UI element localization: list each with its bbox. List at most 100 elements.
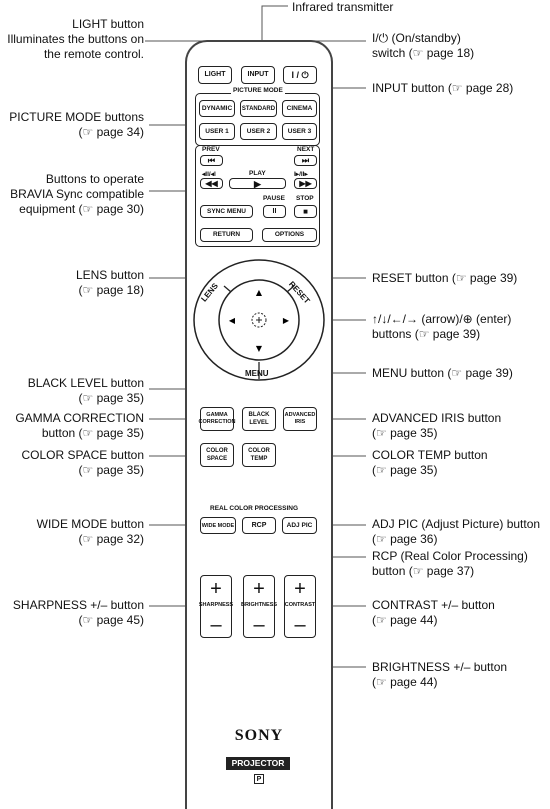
slow-rewind-label: ◂II/◂I — [202, 171, 216, 178]
sharpness-label: SHARPNESS — [198, 602, 234, 608]
color-temp-callout-title: COLOR TEMP button — [372, 448, 488, 462]
brightness-label: BRIGHTNESS — [240, 602, 278, 608]
color-space-callout-page: (☞ page 35) — [78, 463, 144, 477]
light-button[interactable]: LIGHT — [198, 66, 232, 84]
gamma-correction-button[interactable]: GAMMA CORRECTION — [199, 407, 236, 431]
sharpness-minus[interactable]: – — [210, 614, 222, 636]
picture-mode-callout: PICTURE MODE buttons (☞ page 34) — [9, 110, 144, 140]
adj-pic-callout-page: (☞ page 36) — [372, 532, 438, 546]
brightness-plus[interactable]: + — [253, 578, 265, 600]
bravia-callout-line2: BRAVIA Sync compatible — [10, 187, 144, 201]
rcp-button[interactable]: RCP — [242, 517, 276, 534]
light-callout-desc2: the remote control. — [43, 47, 144, 61]
wide-mode-callout-page: (☞ page 32) — [78, 532, 144, 546]
color-space-callout-title: COLOR SPACE button — [21, 448, 145, 462]
sharpness-callout-title: SHARPNESS +/– button — [12, 598, 144, 612]
prev-icon: ⏮ — [207, 155, 216, 165]
enter-icon[interactable] — [251, 312, 267, 328]
sharpness-callout: SHARPNESS +/– button (☞ page 45) — [13, 598, 144, 628]
play-button[interactable]: ▶ — [229, 178, 286, 189]
light-callout-desc1: Illuminates the buttons on — [7, 32, 144, 46]
brightness-callout-page: (☞ page 44) — [372, 675, 438, 689]
wide-mode-button[interactable]: WIDE MODE — [200, 517, 236, 534]
slow-forward-label: I▸/II▸ — [294, 171, 308, 178]
pause-button[interactable]: II — [263, 205, 286, 218]
lens-callout: LENS button (☞ page 18) — [76, 268, 144, 298]
onstandby-callout-page: switch (☞ page 18) — [372, 46, 475, 60]
adj-pic-button[interactable]: ADJ PIC — [282, 517, 317, 534]
sharpness-rocker[interactable]: + SHARPNESS – — [199, 575, 233, 638]
contrast-minus[interactable]: – — [294, 614, 306, 636]
bravia-sync-panel — [195, 145, 320, 247]
color-space-button[interactable]: COLOR SPACE — [200, 443, 234, 467]
sync-menu-button[interactable]: SYNC MENU — [200, 205, 253, 218]
brightness-rocker[interactable]: + BRIGHTNESS – — [241, 575, 277, 638]
adv-iris-callout-title: ADVANCED IRIS button — [372, 411, 502, 425]
rewind-button[interactable]: ◀◀ — [200, 178, 223, 189]
pause-label: PAUSE — [263, 195, 285, 202]
arrow-down-icon[interactable]: ▼ — [256, 344, 263, 353]
color-temp-callout-page: (☞ page 35) — [372, 463, 438, 477]
arrow-right-icon[interactable]: ▶ — [283, 316, 290, 325]
sharpness-callout-page: (☞ page 45) — [78, 613, 144, 627]
projector-label: PROJECTOR — [226, 757, 290, 770]
sharpness-plus[interactable]: + — [210, 578, 222, 600]
bravia-callout: Buttons to operate BRAVIA Sync compatibl… — [10, 172, 144, 217]
arrow-left-icon[interactable]: ◀ — [229, 316, 236, 325]
contrast-rocker[interactable]: + CONTRAST – — [284, 575, 316, 638]
black-level-callout-page: (☞ page 35) — [78, 391, 144, 405]
gamma-callout-page: button (☞ page 35) — [41, 426, 144, 440]
adv-iris-callout-page: (☞ page 35) — [372, 426, 438, 440]
black-level-button[interactable]: BLACK LEVEL — [242, 407, 276, 431]
wide-mode-callout: WIDE MODE button (☞ page 32) — [37, 517, 144, 547]
prev-button[interactable]: ⏮ — [200, 155, 223, 166]
brightness-callout: BRIGHTNESS +/– button (☞ page 44) — [372, 660, 507, 690]
cinema-button[interactable]: CINEMA — [282, 100, 317, 117]
advanced-iris-button[interactable]: ADVANCED IRIS — [283, 407, 317, 431]
bravia-callout-line3: equipment (☞ page 30) — [19, 202, 144, 216]
fast-forward-icon: ▶▶ — [299, 178, 312, 188]
menu-button[interactable]: MENU — [245, 369, 269, 378]
user3-button[interactable]: USER 3 — [282, 123, 317, 140]
color-temp-callout: COLOR TEMP button (☞ page 35) — [372, 448, 488, 478]
onstandby-callout: I/⏻ (On/standby) switch (☞ page 18) — [372, 31, 474, 61]
next-icon: ⏭ — [301, 155, 310, 165]
picture-mode-title: PICTURE MODE — [231, 87, 285, 94]
prev-label: PREV — [202, 146, 220, 153]
contrast-plus[interactable]: + — [294, 578, 306, 600]
sony-logo: SONY — [234, 727, 284, 744]
fast-forward-button[interactable]: ▶▶ — [294, 178, 317, 189]
stop-icon: ■ — [303, 206, 308, 216]
standard-button[interactable]: STANDARD — [240, 100, 277, 117]
arrow-up-icon[interactable]: ▲ — [256, 288, 263, 297]
bravia-callout-line1: Buttons to operate — [45, 172, 144, 186]
contrast-callout-page: (☞ page 44) — [372, 613, 438, 627]
play-icon: ▶ — [254, 178, 261, 189]
stop-button[interactable]: ■ — [294, 205, 317, 218]
user2-button[interactable]: USER 2 — [240, 123, 277, 140]
light-callout: LIGHT button Illuminates the buttons on … — [7, 17, 144, 62]
adj-pic-callout: ADJ PIC (Adjust Picture) button (☞ page … — [372, 517, 540, 547]
wide-mode-callout-title: WIDE MODE button — [36, 517, 144, 531]
black-level-callout: BLACK LEVEL button (☞ page 35) — [28, 376, 144, 406]
rcp-title: REAL COLOR PROCESSING — [210, 505, 299, 512]
adv-iris-callout: ADVANCED IRIS button (☞ page 35) — [372, 411, 501, 441]
dynamic-button[interactable]: DYNAMIC — [199, 100, 235, 117]
brightness-minus[interactable]: – — [253, 614, 265, 636]
rcp-callout: RCP (Real Color Processing) button (☞ pa… — [372, 549, 528, 579]
nav-cluster: ▲ ▼ ◀ ▶ — [193, 259, 325, 381]
next-button[interactable]: ⏭ — [294, 155, 317, 166]
contrast-callout: CONTRAST +/– button (☞ page 44) — [372, 598, 495, 628]
user1-button[interactable]: USER 1 — [199, 123, 235, 140]
return-button[interactable]: RETURN — [200, 228, 253, 242]
input-button[interactable]: INPUT — [241, 66, 275, 84]
arrow-callout-title: ↑/↓/←/→ (arrow)/⊕ (enter) — [372, 312, 512, 326]
rcp-callout-page: button (☞ page 37) — [372, 564, 475, 578]
options-button[interactable]: OPTIONS — [262, 228, 317, 242]
onstandby-callout-title: I/⏻ (On/standby) — [372, 31, 461, 45]
rewind-icon: ◀◀ — [205, 178, 218, 188]
menu-callout: MENU button (☞ page 39) — [372, 366, 513, 380]
brightness-callout-title: BRIGHTNESS +/– button — [372, 660, 508, 674]
power-button[interactable]: I / ⏻ — [283, 66, 317, 84]
color-temp-button[interactable]: COLOR TEMP — [242, 443, 276, 467]
